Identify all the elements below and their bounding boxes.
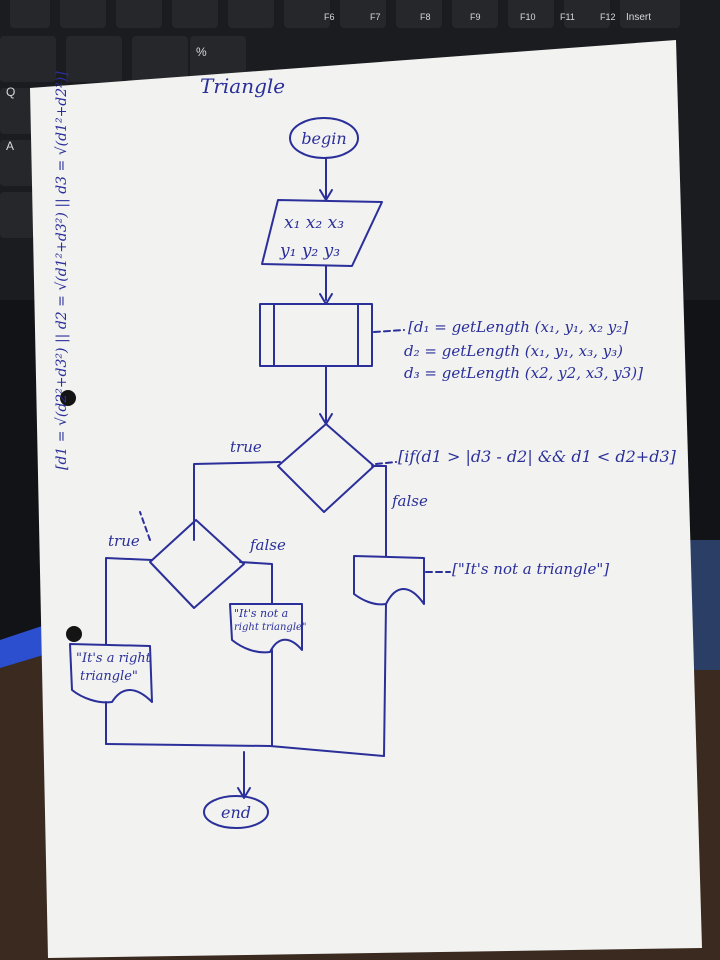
output-not-right-triangle bbox=[229, 603, 303, 654]
paper-sheet bbox=[30, 40, 702, 958]
merge-line bbox=[105, 743, 385, 757]
keyboard-keys: F6 F7 F8 F9 F10 F11 F12 Insert Q A % bbox=[0, 0, 680, 238]
key bbox=[0, 140, 40, 186]
decision-2-note: [d1 = √(d2²+d3²) || d2 = √(d1²+d3²) || d… bbox=[54, 71, 70, 470]
key-label: F7 bbox=[370, 12, 381, 22]
output-not-triangle-note: ["It's not a triangle"] bbox=[452, 560, 609, 578]
key-label: F12 bbox=[600, 12, 616, 22]
decision-is-triangle bbox=[277, 423, 375, 513]
connector-true-1 bbox=[193, 461, 281, 541]
decision-2-true-label: true bbox=[108, 532, 140, 550]
end-label: end bbox=[221, 803, 251, 822]
key bbox=[284, 0, 330, 28]
annotation-connector bbox=[375, 461, 397, 465]
begin-terminal bbox=[289, 117, 359, 159]
connector-true-2 bbox=[105, 557, 153, 645]
key-label: F10 bbox=[520, 12, 536, 22]
key bbox=[452, 0, 498, 28]
key bbox=[396, 0, 442, 28]
output-right-line-2: triangle" bbox=[80, 669, 138, 684]
punch-hole bbox=[66, 626, 82, 642]
connector-false-1 bbox=[371, 465, 387, 557]
key-label: Q bbox=[6, 85, 15, 99]
connector-false-2 bbox=[239, 561, 273, 605]
key-label: F8 bbox=[420, 12, 431, 22]
decision-1-true-label: true bbox=[230, 438, 262, 456]
key bbox=[116, 0, 162, 28]
key bbox=[132, 36, 188, 82]
key bbox=[10, 0, 50, 28]
key bbox=[190, 36, 246, 82]
key bbox=[0, 192, 34, 238]
annotation-connector bbox=[373, 329, 405, 333]
key bbox=[340, 0, 386, 28]
process-note-1: [d₁ = getLength (x₁, y₁, x₂ y₂] bbox=[408, 318, 628, 336]
end-terminal bbox=[203, 795, 269, 829]
key bbox=[0, 36, 56, 82]
input-line-1: x₁ x₂ x₃ bbox=[284, 213, 344, 233]
key bbox=[172, 0, 218, 28]
key bbox=[228, 0, 274, 28]
key-label: A bbox=[6, 139, 14, 153]
begin-label: begin bbox=[301, 129, 346, 148]
output-right-line-1: "It's a right bbox=[76, 651, 152, 666]
key bbox=[564, 0, 610, 28]
key-label: F9 bbox=[470, 12, 481, 22]
output-not-right-line-1: "It's not a bbox=[234, 607, 288, 620]
process-note-3: d₃ = getLength (x2, y2, x3, y3)] bbox=[404, 364, 643, 382]
key bbox=[66, 36, 122, 82]
input-line-2: y₁ y₂ y₃ bbox=[279, 241, 340, 261]
key bbox=[508, 0, 554, 28]
key-label: Insert bbox=[626, 12, 651, 23]
decision-1-note: [if(d1 > |d3 - d2| && d1 < d2+d3] bbox=[398, 447, 677, 466]
decision-is-right-triangle bbox=[149, 519, 245, 609]
flowchart-title: Triangle bbox=[200, 74, 285, 98]
annotation-connector bbox=[139, 511, 151, 541]
input-parallelogram bbox=[261, 199, 383, 267]
output-not-right-line-2: right triangle" bbox=[234, 622, 307, 633]
key bbox=[620, 0, 680, 28]
decision-1-false-label: false bbox=[391, 492, 428, 510]
connector bbox=[383, 603, 387, 757]
arrow-head bbox=[237, 787, 251, 799]
key-label: % bbox=[196, 45, 207, 59]
punch-hole bbox=[60, 390, 76, 406]
output-right-triangle bbox=[69, 643, 153, 704]
process-note-2: d₂ = getLength (x₁, y₁, x₃, y₃) bbox=[404, 342, 623, 360]
key-label: F6 bbox=[324, 12, 335, 22]
predefined-process-box bbox=[259, 303, 373, 367]
key bbox=[0, 88, 40, 134]
decision-2-false-label: false bbox=[249, 536, 286, 554]
decision-2-note-group: [d1 = √(d2²+d3²) || d2 = √(d1²+d3²) || d… bbox=[54, 71, 70, 470]
key bbox=[60, 0, 106, 28]
key-label: F11 bbox=[560, 12, 575, 22]
